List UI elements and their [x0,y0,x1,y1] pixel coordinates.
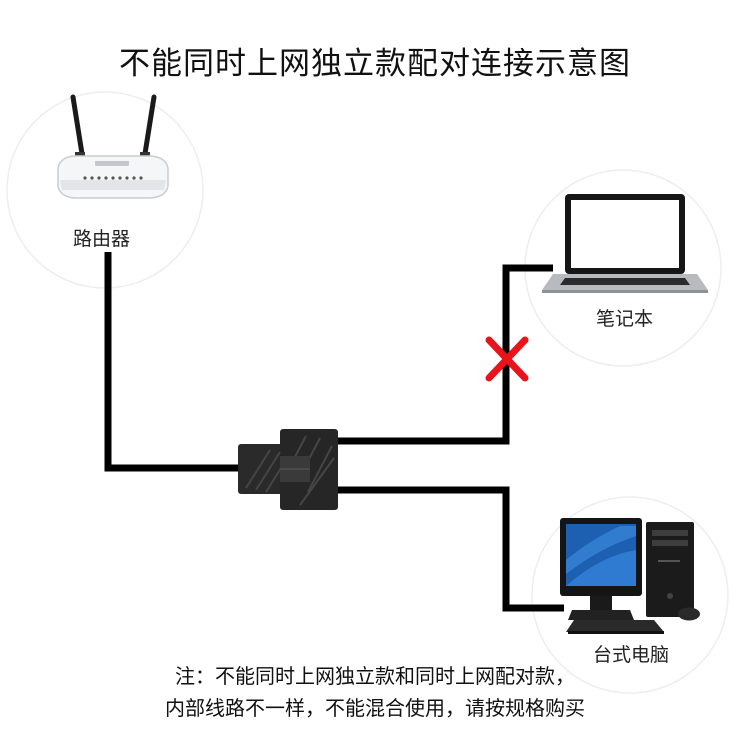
laptop-label: 笔记本 [596,308,654,330]
router-label: 路由器 [73,228,131,250]
note-line-1: 注：不能同时上网独立款和同时上网配对款， [175,664,575,688]
note-line-2: 内部线路不一样，不能混合使用，请按规格购买 [165,696,585,720]
desktop-icon [560,518,700,634]
desktop-bg-circle [531,496,729,694]
laptop-cable [338,264,553,445]
desktop-label: 台式电脑 [593,644,670,666]
router-cable [104,252,240,472]
x-mark-icon [485,336,529,382]
desktop-cable [338,486,564,612]
router-icon [57,94,169,199]
laptop-icon [542,194,708,293]
splitter-icon [238,429,338,510]
page-title: 不能同时上网独立款配对连接示意图 [119,46,631,82]
